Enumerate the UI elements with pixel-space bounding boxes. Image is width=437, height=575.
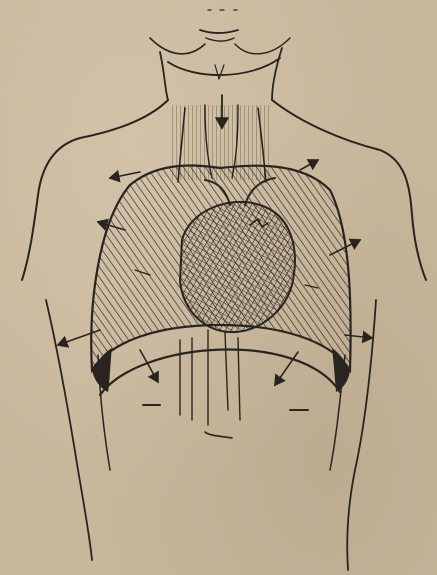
neck-outline bbox=[160, 48, 282, 100]
chin-outline bbox=[150, 10, 290, 54]
trachea bbox=[170, 95, 270, 182]
diaphragm bbox=[100, 330, 340, 438]
